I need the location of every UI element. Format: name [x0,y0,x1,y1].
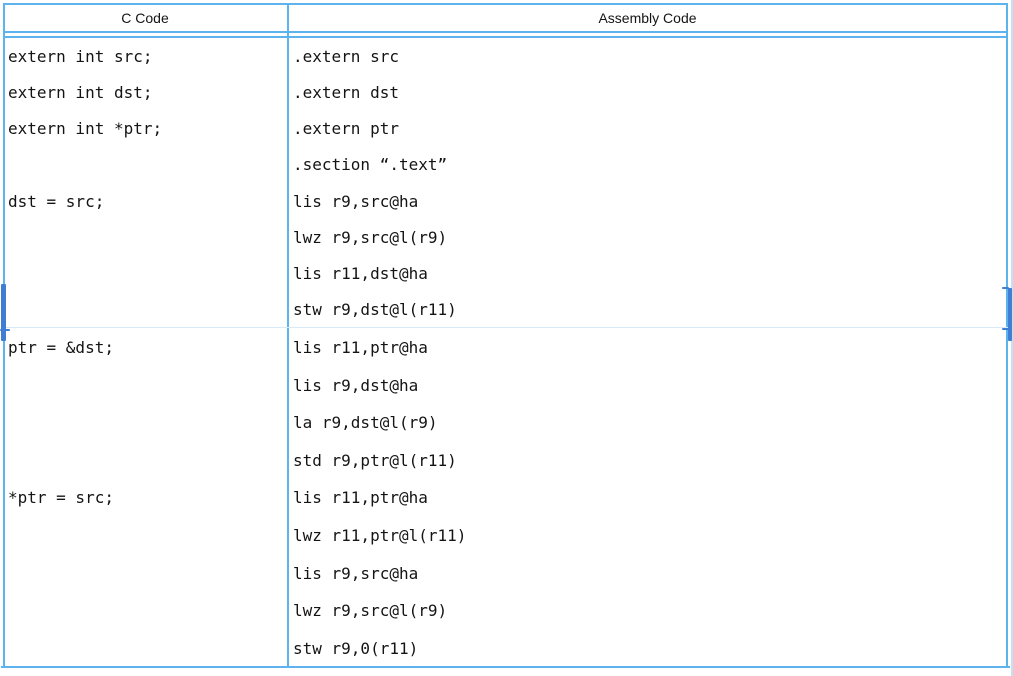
column-header-c-code: C Code [121,9,169,26]
header-bottom-border [3,31,1008,33]
assembly-code-line: stw r9,0(r11) [293,638,419,658]
assembly-code-line: stw r9,dst@l(r11) [293,300,457,320]
column-header-assembly-code: Assembly Code [598,9,697,26]
cell-assembly-code-row1[interactable]: .extern src .extern dst .extern ptr .sec… [293,38,1003,328]
row-resize-tick-right-bottom[interactable] [1002,328,1010,330]
table-bottom-border [1,666,1010,668]
assembly-code-line: lis r9,dst@ha [293,375,419,395]
assembly-code-line: lis r11,ptr@ha [293,488,428,508]
c-code-line [8,147,284,183]
row-resize-tick-left[interactable] [0,329,10,331]
c-code-line: extern int src; [8,46,153,66]
cell-c-code-row2[interactable]: ptr = &dst; *ptr = src; [8,329,284,667]
row-divider [3,327,1008,328]
c-code-line [8,367,284,405]
cell-c-code-row1[interactable]: extern int src; extern int dst; extern i… [8,38,284,328]
assembly-code-line: lwz r11,ptr@l(r11) [293,526,467,545]
assembly-code-line: lwz r9,src@l(r9) [293,601,448,621]
assembly-code-line: lis r11,ptr@ha [293,338,428,358]
c-code-line [8,404,284,442]
row-resize-handle-right[interactable] [1008,288,1012,341]
assembly-code-line: lis r9,src@ha [293,191,419,211]
right-edge-line [1011,0,1013,676]
assembly-code-line: std r9,ptr@l(r11) [293,450,457,470]
c-code-line: ptr = &dst; [8,338,114,358]
row-resize-tick-right-top[interactable] [1002,287,1009,289]
c-code-line [8,442,284,480]
c-code-line: extern int dst; [8,82,153,102]
assembly-code-line: .extern dst [293,82,399,102]
c-code-line: extern int *ptr; [8,119,163,139]
table-top-border [3,3,1008,5]
column-divider [287,3,289,668]
assembly-code-line: lwz r9,src@l(r9) [293,227,448,247]
c-code-line: *ptr = src; [8,488,114,508]
cell-assembly-code-row2[interactable]: lis r11,ptr@ha lis r9,dst@ha la r9,dst@l… [293,329,1003,667]
assembly-code-line: lis r11,dst@ha [293,264,428,284]
row-resize-handle-left[interactable] [1,284,6,341]
assembly-code-line: .extern ptr [293,119,399,139]
body-top-border [3,36,1008,38]
assembly-code-line: .section “.text” [293,155,448,175]
assembly-code-line: la r9,dst@l(r9) [293,413,438,433]
c-code-line: dst = src; [8,191,105,211]
assembly-code-line: .extern src [293,46,399,66]
table-right-border [1006,3,1008,668]
assembly-code-line: lis r9,src@ha [293,563,419,583]
